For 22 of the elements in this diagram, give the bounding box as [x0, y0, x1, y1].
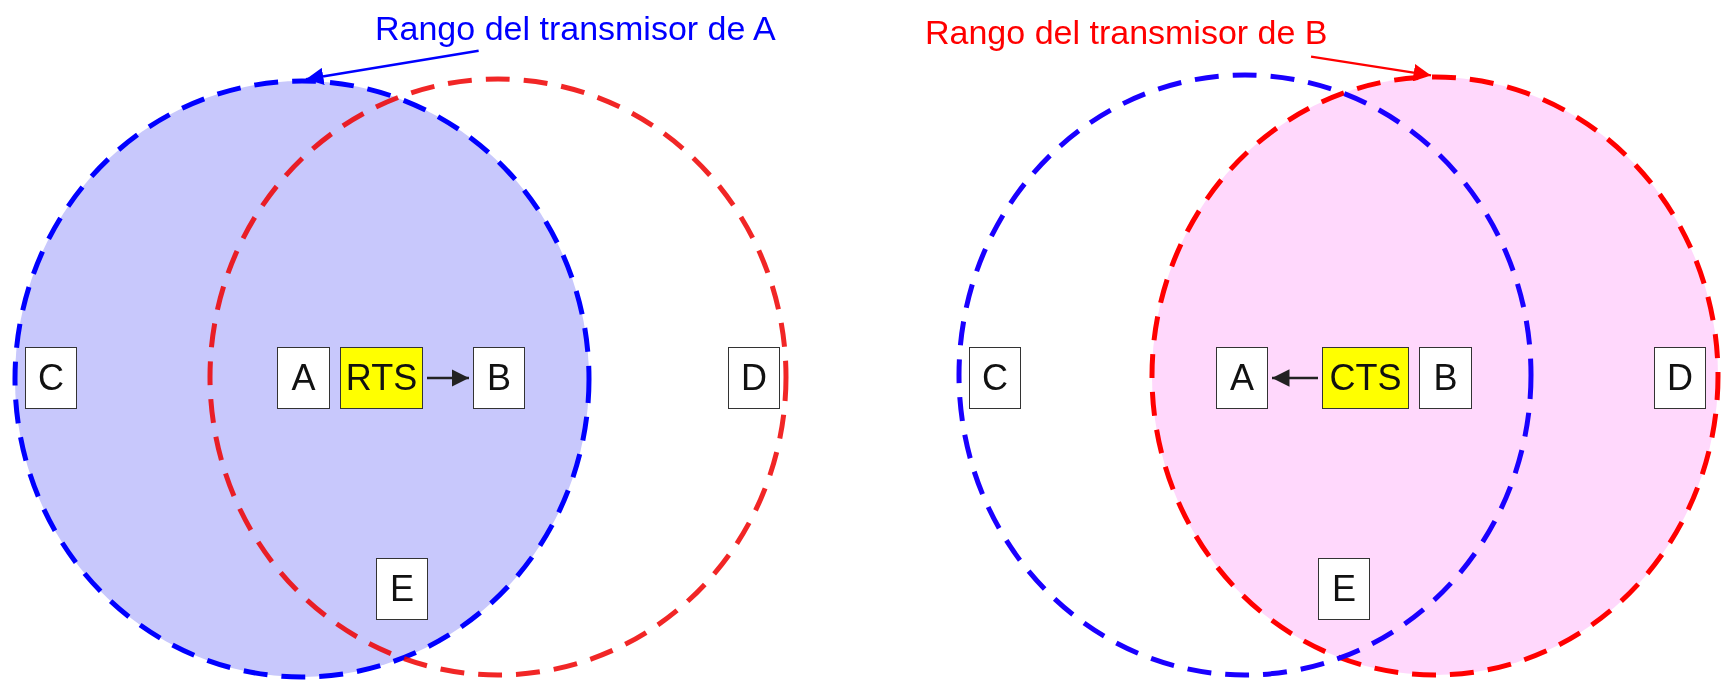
range-circle	[207, 76, 789, 678]
message-box: CTS	[1322, 347, 1409, 409]
arrow	[1272, 369, 1318, 387]
station-box: E	[1318, 558, 1370, 620]
station-box: B	[1419, 347, 1472, 409]
station-box: A	[277, 347, 330, 409]
range-circle	[12, 78, 592, 680]
message-box: RTS	[340, 347, 423, 409]
arrow	[427, 369, 469, 387]
station-box: E	[376, 558, 428, 620]
station-box: A	[1216, 347, 1268, 409]
leader-arrow	[1310, 55, 1432, 82]
range-label: Rango del transmisor de B	[925, 10, 1395, 56]
range-circle	[1149, 74, 1721, 678]
station-box: C	[25, 347, 77, 409]
range-label: Rango del transmisor de A	[375, 6, 855, 50]
station-box: B	[473, 347, 525, 409]
station-box: D	[1654, 347, 1706, 409]
station-box: D	[728, 347, 780, 409]
station-box: C	[969, 347, 1021, 409]
range-circle	[956, 72, 1534, 678]
leader-arrow	[305, 49, 479, 86]
